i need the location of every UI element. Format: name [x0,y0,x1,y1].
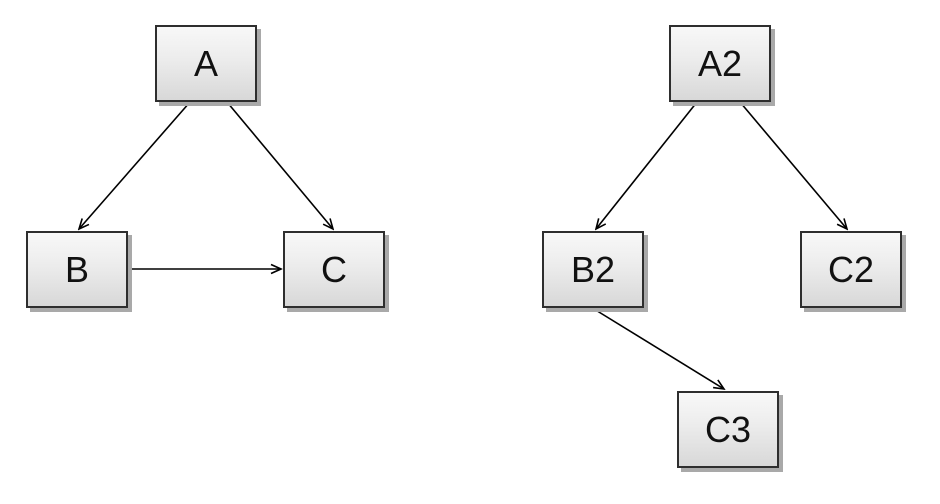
edge-A2-C2 [739,101,847,229]
edge-A2-B2 [596,101,698,229]
node-B-label: B [64,248,89,290]
node-C2[interactable]: C2 [800,231,902,308]
node-C2-label: C2 [827,248,875,290]
node-B2[interactable]: B2 [542,231,644,308]
node-B[interactable]: B [26,231,128,308]
edge-A-C [226,101,333,229]
node-C3-label: C3 [704,408,752,450]
edge-B2-C3 [593,308,724,389]
edge-A-B [79,101,191,229]
node-B2-label: B2 [570,248,616,290]
node-A2[interactable]: A2 [669,25,771,102]
node-A-label: A [193,42,218,84]
node-C[interactable]: C [283,231,385,308]
edge-group [79,101,847,389]
node-C3[interactable]: C3 [677,391,779,468]
node-A[interactable]: A [155,25,257,102]
node-C-label: C [321,248,347,290]
node-A2-label: A2 [697,42,743,84]
